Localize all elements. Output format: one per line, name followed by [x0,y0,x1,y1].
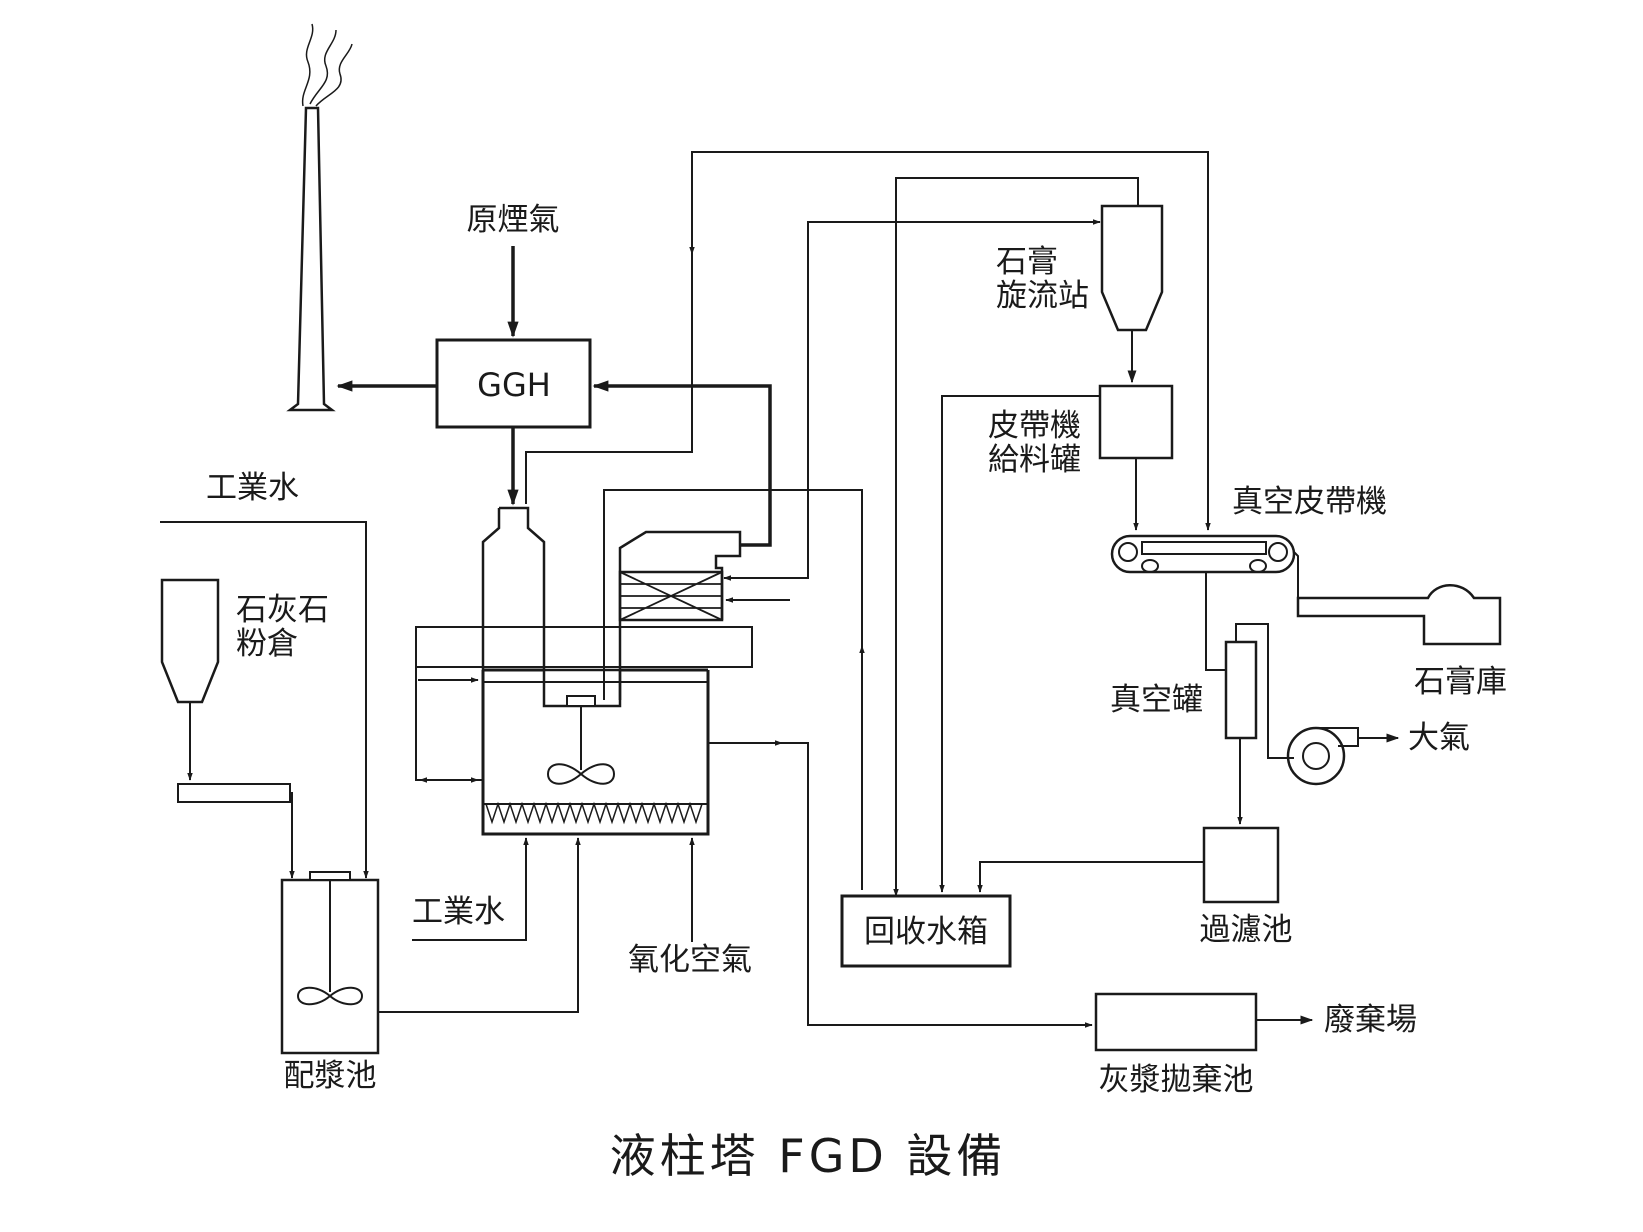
belt-feed-tank-label-2: 給料罐 [988,442,1081,478]
belt-feed-tank-label-1: 皮帶機 [988,408,1081,444]
ash-disposal-tank-label: 灰漿拋棄池 [1099,1062,1254,1098]
absorber-tower [415,506,753,836]
vacuum-belt-filter [1110,534,1296,574]
raw-flue-gas-label: 原煙氣 [467,202,560,238]
recovery-tank-label: 回收水箱 [864,914,988,950]
vacuum-belt-label: 真空皮帶機 [1232,484,1387,520]
diagram-title: 液柱塔 FGD 設備 [610,1129,1007,1183]
industrial-water-top-line [160,521,369,879]
filter-tank-label: 過濾池 [1200,912,1293,948]
cyclone-overflow-line [893,177,1139,897]
return-line-outer [525,151,1211,531]
recovery-water-tank: 回收水箱 [840,894,1012,968]
filter-tank [1202,826,1280,904]
industrial-water-bottom-label: 工業水 [412,894,505,930]
slurry-tank [280,871,380,1055]
vacuum-tank-label: 真空罐 [1110,682,1203,718]
sparger-zigzag [485,801,703,825]
vacuum-tank [1224,640,1258,740]
belt-feed-tank [1098,384,1174,460]
gypsum-cyclone [1100,204,1164,332]
ggh-heat-exchanger: GGH [435,338,592,429]
ash-disposal-tank [1094,992,1258,1052]
gypsum-cyclone-label-2: 旋流站 [996,278,1089,314]
vacuum-pump [1286,726,1359,786]
slurry-tank-label: 配漿池 [284,1058,377,1094]
gypsum-store-building [1296,584,1502,646]
limestone-silo-label-1: 石灰石 [236,592,329,628]
industrial-water-top-label: 工業水 [206,470,299,506]
ggh-label: GGH [477,366,551,404]
atmosphere-label: 大氣 [1408,720,1470,756]
demister-to-ggh-arrow [592,380,772,547]
gypsum-cyclone-label-1: 石膏 [996,244,1058,280]
disposal-site-label: 廢棄場 [1324,1002,1417,1038]
limestone-feeder [177,783,291,803]
limestone-silo [160,578,220,704]
chimney-stack [286,23,353,412]
gypsum-store-label: 石膏庫 [1414,664,1507,700]
oxidation-air-label: 氧化空氣 [628,942,752,978]
limestone-silo-label-2: 粉倉 [236,626,298,662]
